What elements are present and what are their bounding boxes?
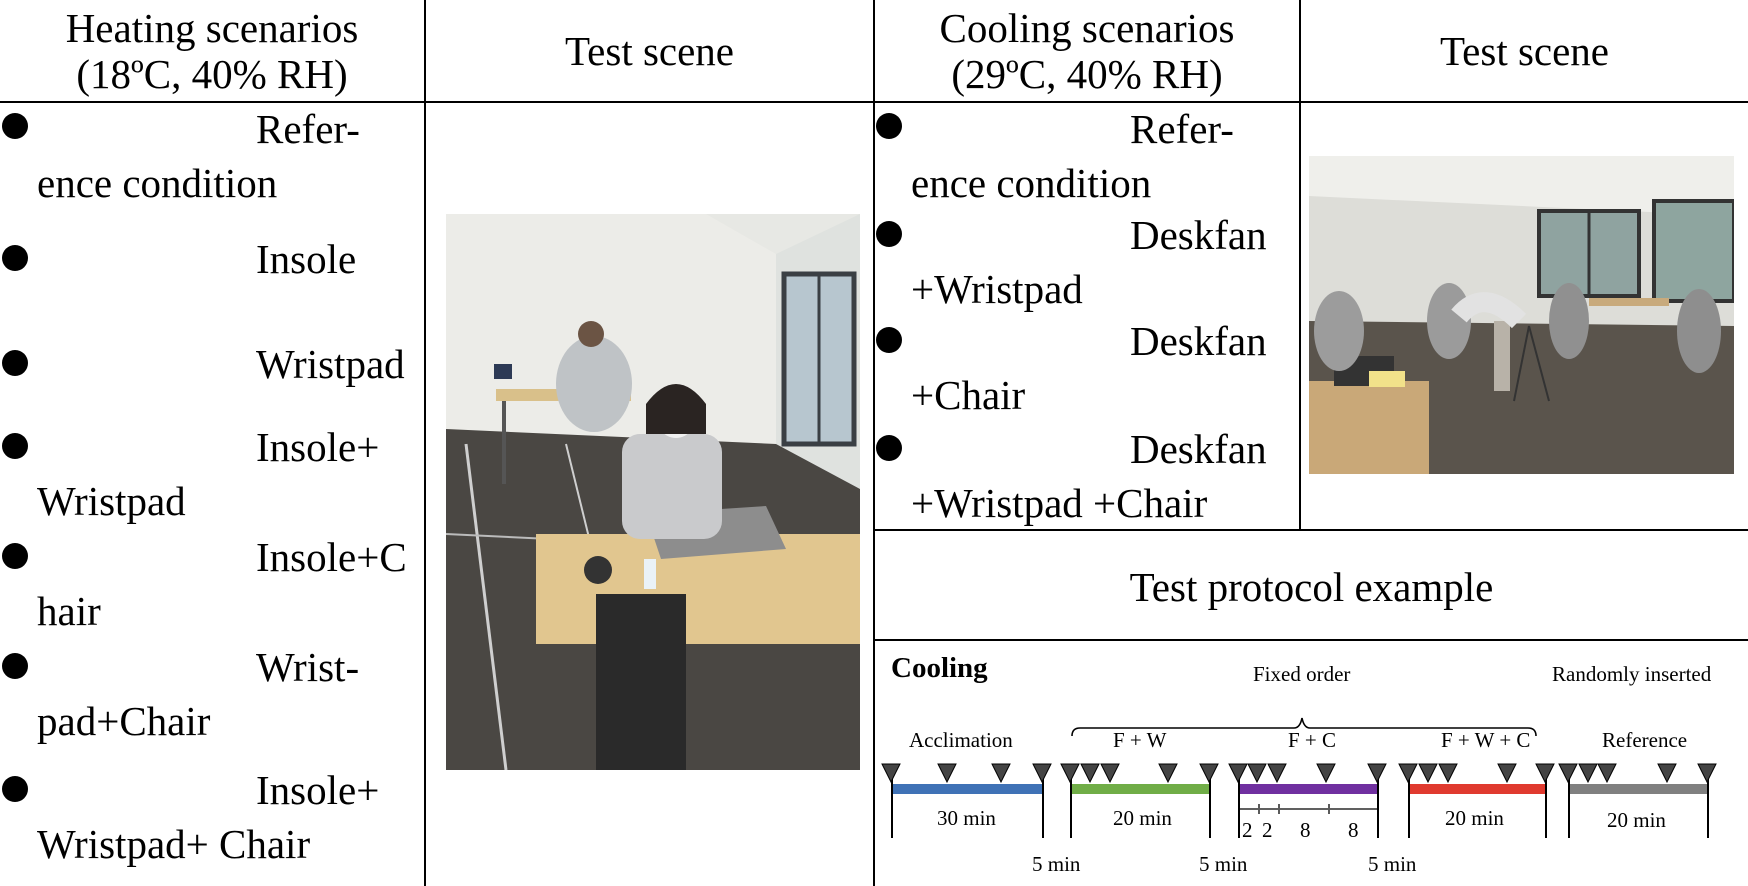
list-item: Insole (256, 236, 357, 282)
protocol-title: Cooling (891, 652, 988, 684)
phase-bar-reference (1569, 784, 1707, 794)
bullet-icon (876, 221, 902, 247)
list-item-cont: +Wristpad +Chair (911, 480, 1208, 526)
fc-segment-arrows (1240, 804, 1377, 814)
bullet-icon (2, 245, 28, 271)
duration-acclimation: 30 min (937, 806, 996, 830)
list-item: Wristpad (256, 341, 405, 387)
gap-2: 5 min (1199, 852, 1248, 876)
fc-seg-1: 2 (1242, 818, 1253, 842)
phase-label-acclimation: Acclimation (909, 728, 1013, 752)
list-item-cont: hair (37, 588, 101, 634)
phase-bar-acclimation (892, 784, 1042, 794)
bullet-icon (2, 350, 28, 376)
phase-label-fw: F + W (1113, 728, 1167, 752)
fixed-order-label: Fixed order (1253, 662, 1351, 686)
fc-seg-4: 8 (1348, 818, 1359, 842)
bullet-icon (2, 543, 28, 569)
list-item-cont: Wristpad+ Chair (37, 821, 311, 867)
bullet-icon (2, 776, 28, 802)
list-item-cont: +Wristpad (911, 266, 1083, 312)
bullet-icon (876, 113, 902, 139)
phase-bar-fw (1071, 784, 1209, 794)
fc-seg-2: 2 (1262, 818, 1273, 842)
heating-header: Heating scenarios (18ºC, 40% RH) (65, 5, 359, 97)
list-item-cont: +Chair (911, 372, 1026, 418)
bullet-icon (2, 433, 28, 459)
list-item: Wrist- (256, 644, 360, 690)
phase-label-fwc: F + W + C (1441, 728, 1531, 752)
randomly-inserted-label: Randomly inserted (1552, 662, 1712, 686)
bullet-icon (876, 327, 902, 353)
phase-label-fc: F + C (1288, 728, 1337, 752)
list-item-cont: Wristpad (37, 478, 186, 524)
fixed-order-brace (1071, 717, 1537, 737)
list-item-cont: ence condition (911, 160, 1152, 206)
list-item: Insole+ (256, 767, 380, 813)
list-item: Deskfan (1130, 426, 1267, 472)
duration-reference: 20 min (1607, 808, 1666, 832)
cooling-header: Cooling scenarios (29ºC, 40% RH) (939, 5, 1235, 97)
list-item: Refer- (256, 106, 360, 152)
protocol-header: Test protocol example (1129, 564, 1494, 610)
list-item: Insole+ (256, 424, 380, 470)
bullet-icon (876, 435, 902, 461)
duration-fw: 20 min (1113, 806, 1172, 830)
bullet-icon (2, 653, 28, 679)
test-scene-header-left: Test scene (564, 28, 735, 74)
phase-bar-fwc (1409, 784, 1545, 794)
gap-1: 5 min (1032, 852, 1081, 876)
list-item: Deskfan (1130, 212, 1267, 258)
duration-fwc: 20 min (1445, 806, 1504, 830)
measurement-markers (881, 763, 1717, 784)
phase-label-reference: Reference (1602, 728, 1688, 752)
heating-test-scene-photo (446, 214, 860, 770)
list-item: Deskfan (1130, 318, 1267, 364)
cooling-test-scene-photo (1309, 156, 1734, 474)
gap-3: 5 min (1368, 852, 1417, 876)
list-item-cont: ence condition (37, 160, 278, 206)
fc-seg-3: 8 (1300, 818, 1311, 842)
phase-bar-fc (1239, 784, 1377, 794)
test-scene-header-right: Test scene (1439, 28, 1610, 74)
bullet-icon (2, 113, 28, 139)
list-item: Refer- (1130, 106, 1234, 152)
list-item: Insole+C (256, 534, 407, 580)
list-item-cont: pad+Chair (37, 698, 211, 744)
